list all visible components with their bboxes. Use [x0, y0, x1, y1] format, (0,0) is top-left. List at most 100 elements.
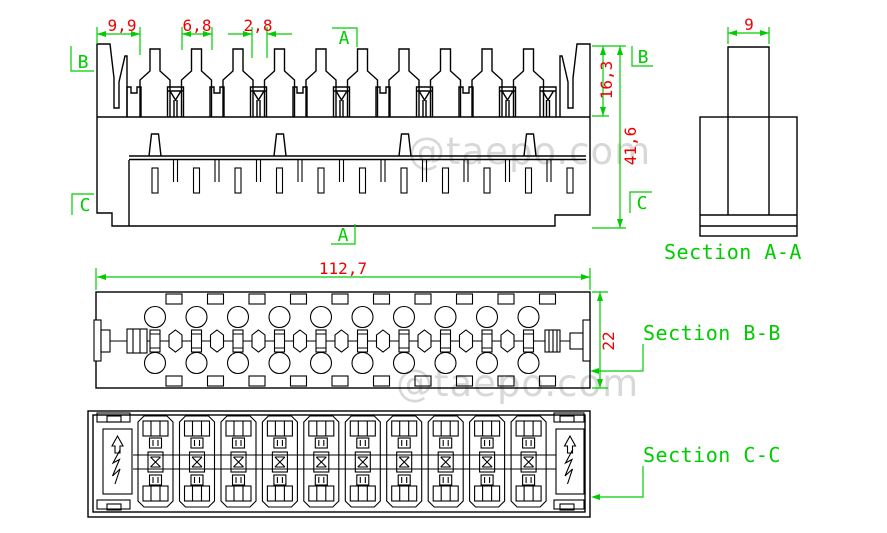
divider: [380, 158, 386, 183]
slot: [289, 375, 308, 387]
hole: [475, 305, 499, 329]
watermark-text: @taepo.com: [408, 130, 652, 173]
slot: [206, 375, 225, 387]
aa-tower: [727, 46, 770, 215]
slot: [165, 293, 183, 305]
pin: [192, 167, 201, 194]
bb-right-block: [569, 332, 584, 350]
slot: [331, 375, 349, 387]
terminal-module: [427, 415, 464, 508]
hole: [268, 351, 291, 375]
slot: [538, 375, 557, 387]
hole: [309, 305, 333, 329]
hole: [226, 351, 250, 375]
tooth: [180, 48, 213, 118]
hole: [143, 305, 167, 329]
mark-b-left: B: [78, 52, 89, 73]
aa-base: [699, 116, 798, 237]
contact: [315, 329, 327, 353]
cc-right-end: [553, 412, 585, 511]
contact: [522, 329, 535, 353]
latch: [273, 133, 287, 157]
pin: [400, 167, 408, 194]
top-ext-lines: [96, 27, 268, 58]
dim-41-6: 41,6: [621, 127, 640, 166]
hole: [226, 305, 250, 329]
right-blade: [559, 43, 591, 117]
section-aa-title: Section A-A: [664, 240, 802, 264]
bb-details: [93, 293, 591, 387]
slot: [414, 375, 432, 387]
cc-center-rails: [133, 454, 556, 470]
slot: [455, 293, 474, 305]
mark-b-right: B: [638, 47, 649, 68]
contact: [273, 329, 286, 353]
pin: [358, 167, 367, 194]
tooth: [471, 48, 503, 118]
slot: [372, 375, 391, 387]
contact-diamond: [458, 329, 474, 353]
terminal-module: [220, 415, 257, 508]
bb-left-block: [100, 329, 111, 353]
contact-diamond: [500, 329, 515, 353]
section-label-leaders: [597, 344, 644, 498]
section-mark-letters: A A B B C C: [78, 28, 649, 246]
aa-base-lines: [700, 214, 797, 227]
lightning-arrow-icon: [563, 435, 577, 485]
dimension-text: 9,9 6,8 2,8 9 16,3 41,6 112,7 22: [108, 15, 754, 351]
dimension-lines: [70, 27, 770, 500]
slot: [248, 375, 266, 387]
body-outline: [96, 117, 591, 227]
divider: [255, 158, 262, 183]
hole: [185, 351, 208, 375]
tooth: [305, 48, 337, 118]
slot: [372, 293, 391, 305]
hole: [143, 351, 167, 375]
mark-c-right: C: [637, 193, 648, 214]
tooth: [263, 48, 296, 118]
contact: [356, 329, 369, 353]
contact-diamond: [417, 329, 432, 353]
divider: [172, 158, 179, 183]
terminal-module: [137, 415, 174, 508]
right-dim-lines: [592, 45, 626, 229]
cc-left-end: [96, 412, 133, 511]
contact-diamond: [292, 329, 308, 353]
bb-length-dim: [95, 268, 591, 290]
hole: [268, 305, 291, 329]
mark-c-left: C: [80, 195, 91, 216]
tooth: [512, 48, 545, 118]
slot: [414, 293, 432, 305]
hole: [434, 351, 457, 375]
pin: [483, 167, 491, 194]
front-view-teeth: [96, 43, 591, 118]
pin: [441, 167, 450, 194]
dim-9-9: 9,9: [108, 16, 137, 35]
slot: [206, 293, 225, 305]
contact-diamond: [375, 329, 391, 353]
terminal-module: [178, 415, 216, 508]
pin: [275, 167, 284, 194]
hole: [392, 305, 416, 329]
pin: [234, 167, 242, 194]
notch-block: [126, 86, 142, 118]
section-cut-marks: [70, 27, 653, 245]
dim-9: 9: [744, 15, 754, 34]
front-view: [96, 43, 591, 227]
divider: [338, 158, 345, 183]
pin: [566, 167, 574, 194]
divider: [421, 158, 428, 183]
pin: [524, 167, 533, 194]
dim-6-8: 6,8: [183, 16, 212, 35]
hole: [351, 305, 374, 329]
contact-diamond: [168, 329, 183, 353]
contact: [232, 329, 244, 353]
hole: [392, 351, 416, 375]
slot: [455, 375, 474, 387]
divider: [214, 158, 220, 183]
bb-right-plate: [582, 319, 591, 362]
divider: [504, 158, 511, 183]
mark-a-bottom: A: [338, 225, 349, 246]
divider: [546, 158, 552, 183]
terminal-module: [344, 415, 381, 508]
